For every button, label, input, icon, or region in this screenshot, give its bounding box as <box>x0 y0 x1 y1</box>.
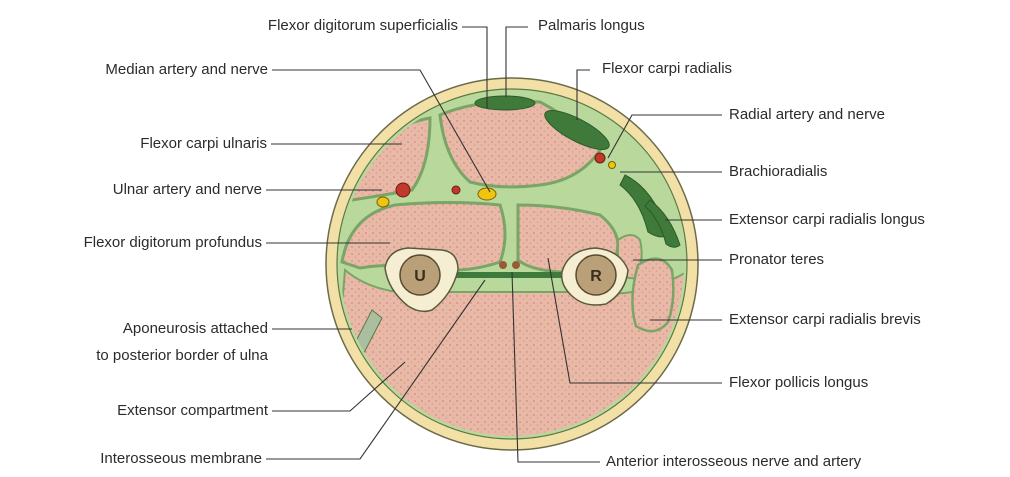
label-anterior-interosseous: Anterior interosseous nerve and artery <box>606 453 861 471</box>
interosseous-membrane <box>452 272 570 278</box>
label-interosseous-membrane: Interosseous membrane <box>100 450 262 468</box>
label-flexor-carpi-ulnaris: Flexor carpi ulnaris <box>140 135 267 153</box>
ulna-label: U <box>414 268 426 285</box>
label-brachioradialis: Brachioradialis <box>729 163 827 181</box>
label-extensor-compartment: Extensor compartment <box>117 402 268 420</box>
palmaris-longus-muscle <box>475 96 535 110</box>
anterior-interosseous-artery <box>499 261 507 269</box>
label-ulnar-artery-nerve: Ulnar artery and nerve <box>113 181 262 199</box>
ulnar-artery <box>396 183 410 197</box>
radial-artery <box>595 153 605 163</box>
label-flexor-carpi-radialis: Flexor carpi radialis <box>602 60 732 78</box>
radius-label: R <box>590 268 602 285</box>
label-extensor-carpi-radialis-brevis: Extensor carpi radialis brevis <box>729 311 921 329</box>
label-flexor-digitorum-superficialis: Flexor digitorum superficialis <box>268 17 458 35</box>
anterior-interosseous-nerve <box>512 261 520 269</box>
label-flexor-digitorum-profundus: Flexor digitorum profundus <box>84 234 262 252</box>
median-artery <box>452 186 460 194</box>
median-nerve <box>478 188 496 200</box>
label-aponeurosis-line2: to posterior border of ulna <box>96 347 268 365</box>
radial-nerve <box>609 162 616 169</box>
label-aponeurosis-line1: Aponeurosis attached <box>123 320 268 338</box>
label-pronator-teres: Pronator teres <box>729 251 824 269</box>
label-radial-artery-nerve: Radial artery and nerve <box>729 106 885 124</box>
ulnar-nerve <box>377 197 389 207</box>
label-flexor-pollicis-longus: Flexor pollicis longus <box>729 374 868 392</box>
label-extensor-carpi-radialis-longus: Extensor carpi radialis longus <box>729 211 925 229</box>
label-median-artery-nerve: Median artery and nerve <box>105 61 268 79</box>
label-palmaris-longus: Palmaris longus <box>538 17 645 35</box>
